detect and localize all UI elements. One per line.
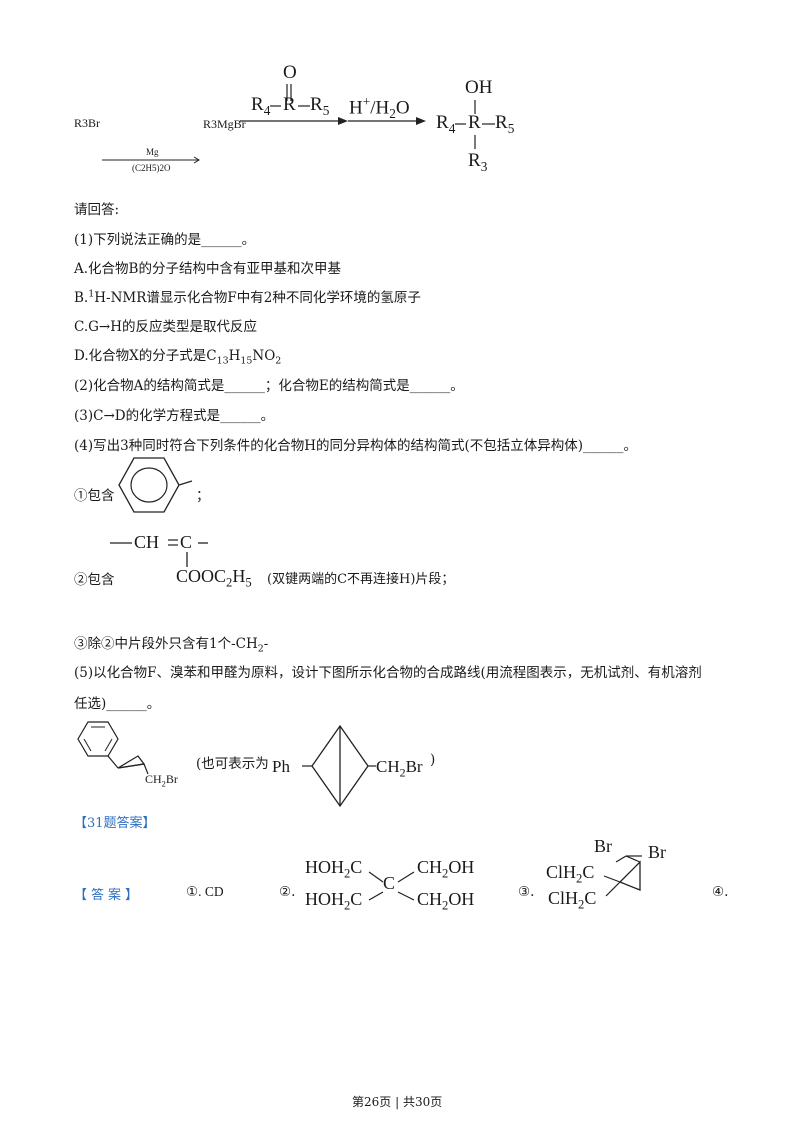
alt-text: (也可表示为 (196, 756, 269, 772)
product-r: R (468, 112, 481, 133)
pentaerythritol-bonds (368, 871, 415, 901)
q4-text: (4)写出3种同时符合下列条件的化合物H的同分异构体的结构简式(不包括立体异构体… (74, 438, 638, 454)
cond3-text: ③除②中片段外只含有1个-CH2- (74, 636, 269, 655)
ketone-r5: R5 (310, 94, 330, 118)
target-ch2br-small: CH2Br (145, 772, 178, 789)
br-1: Br (594, 836, 612, 856)
q1-option-a: A.化合物B的分子结构中含有亚甲基和次甲基 (74, 261, 341, 277)
product-oh: OH (465, 77, 493, 98)
q1-b-prefix: B. (74, 290, 89, 306)
q5-line2: 任选)______。 (74, 696, 161, 712)
ketone-r4: R4 (251, 94, 271, 118)
clh2c-bottom: ClH2C (548, 888, 597, 912)
fragment-bonds (110, 539, 208, 567)
clh2c-top: ClH2C (546, 862, 595, 886)
answer-header: 【31题答案】 (74, 816, 156, 831)
q1-b-sup: 1 (88, 288, 95, 300)
q1-stem: (1)下列说法正确的是______。 (74, 232, 256, 248)
q5-line1: (5)以化合物F、溴苯和甲醛为原料，设计下图所示化合物的合成路线(用流程图表示，… (74, 665, 702, 681)
arrow-acid (348, 117, 426, 125)
ketone-o: O (283, 62, 297, 83)
answer-label: 【答案】 (74, 888, 143, 903)
q3-text: (3)C→D的化学方程式是______。 (74, 408, 275, 424)
arrow-ketone (240, 117, 348, 125)
product-bonds (455, 123, 495, 125)
fragment-cooc2h5: COOC2H5 (176, 566, 252, 590)
bicyclopentane-structure (302, 724, 376, 808)
ch2oh-bottom: CH2OH (417, 889, 475, 913)
r3br-label: R3Br (74, 116, 101, 130)
cond1-end: ； (196, 488, 210, 504)
br-2: Br (648, 842, 666, 862)
product-r5: R5 (495, 112, 515, 136)
fragment-c: C (180, 532, 193, 552)
q1-option-b: B.1H-NMR谱显示化合物F中有2种不同化学环境的氢原子 (74, 286, 421, 307)
intro-text: 请回答: (74, 202, 120, 218)
alt-close: ) (430, 752, 436, 768)
page-footer: 第26页 | 共30页 (352, 1095, 443, 1109)
target-ch2br: CH2Br (376, 757, 423, 780)
ether-reagent: (C2H5)2O (132, 163, 171, 173)
hoh2c-bottom: HOH2C (305, 889, 363, 913)
q1-option-d: D.化合物X的分子式是C13H15NO2 (74, 348, 282, 367)
arrow-mg (102, 156, 200, 164)
product-bond-up (474, 100, 476, 114)
answer-4-num: ④. (712, 884, 729, 900)
r3mgbr-label: R3MgBr (203, 117, 246, 131)
ketone-r: R (283, 94, 296, 115)
ch2oh-top: CH2OH (417, 857, 475, 881)
target-ph: Ph (272, 757, 290, 776)
hoh2c-top: HOH2C (305, 857, 363, 881)
q2-text: (2)化合物A的结构简式是______；化合物E的结构简式是______。 (74, 378, 464, 394)
ketone-double-bond (286, 84, 292, 101)
target-phenyl-bicyclo (77, 721, 149, 775)
answer-2-num: ②. (279, 884, 296, 900)
ketone-bonds (270, 105, 310, 107)
cond1-label: ①包含 (74, 488, 115, 504)
toluene-structure (118, 457, 193, 513)
product-r4: R4 (436, 112, 456, 136)
answer-3-num: ③. (518, 884, 535, 900)
answer-1: ①. CD (186, 884, 224, 899)
fragment-ch: CH (134, 532, 160, 552)
q1-option-c: C.G→H的反应类型是取代反应 (74, 319, 258, 335)
q1-b-text: H-NMR谱显示化合物F中有2种不同化学环境的氢原子 (94, 290, 421, 306)
cyclopropane-structure (603, 855, 642, 897)
cond2-label: ②包含 (74, 572, 115, 588)
cond2-note: (双键两端的C不再连接H)片段； (267, 572, 455, 587)
product-r3: R3 (468, 150, 488, 174)
product-bond-down (474, 135, 476, 149)
mg-reagent: Mg (146, 147, 159, 157)
central-carbon: C (383, 873, 396, 893)
acid-reagent: H+/H2O (349, 94, 410, 122)
